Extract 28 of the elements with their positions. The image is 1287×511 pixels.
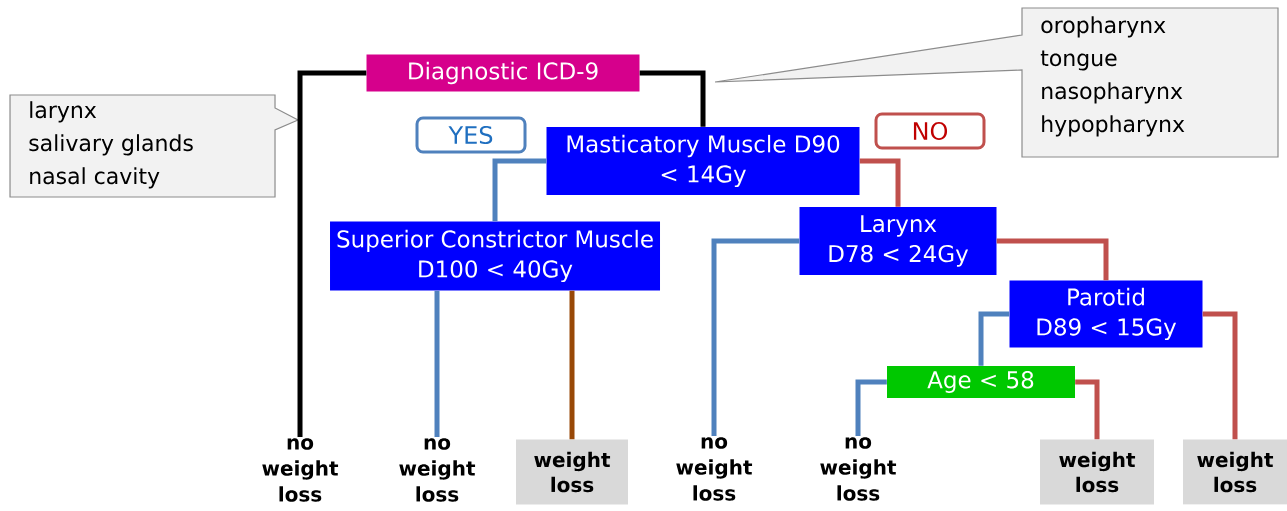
outcome-label: no weight loss <box>399 438 476 502</box>
connector-line <box>434 290 440 438</box>
connector-line <box>639 70 706 127</box>
connector-line <box>996 238 1109 281</box>
decision-box: Parotid D89 < 15Gy <box>1009 280 1203 348</box>
outcome-label: no weight loss <box>820 437 897 501</box>
diagnosis-box: Diagnostic ICD-9 <box>366 54 640 92</box>
connector-line <box>978 311 1010 366</box>
decision-box: Masticatory Muscle D90 < 14Gy <box>546 127 860 195</box>
connector-line <box>297 70 367 438</box>
outcome-box: weight loss <box>1183 439 1287 505</box>
connector-line <box>855 379 887 437</box>
connector-line <box>859 158 901 207</box>
decision-box: Age < 58 <box>887 366 1075 398</box>
edge-label: YES <box>415 116 527 154</box>
connector-line <box>711 238 800 437</box>
decision-box: Larynx D78 < 24Gy <box>799 207 997 275</box>
connector-line <box>1202 311 1238 440</box>
callout: larynx salivary glands nasal cavity <box>9 94 300 198</box>
connector-line <box>492 158 547 222</box>
edge-label: NO <box>874 112 986 150</box>
outcome-label: no weight loss <box>676 437 753 501</box>
outcome-label: no weight loss <box>262 438 339 502</box>
outcome-box: weight loss <box>1040 439 1154 505</box>
decision-box: Superior Constrictor Muscle D100 < 40Gy <box>330 221 660 291</box>
outcome-box: weight loss <box>516 439 628 505</box>
connector-line <box>569 290 575 440</box>
connector-line <box>1075 379 1100 440</box>
